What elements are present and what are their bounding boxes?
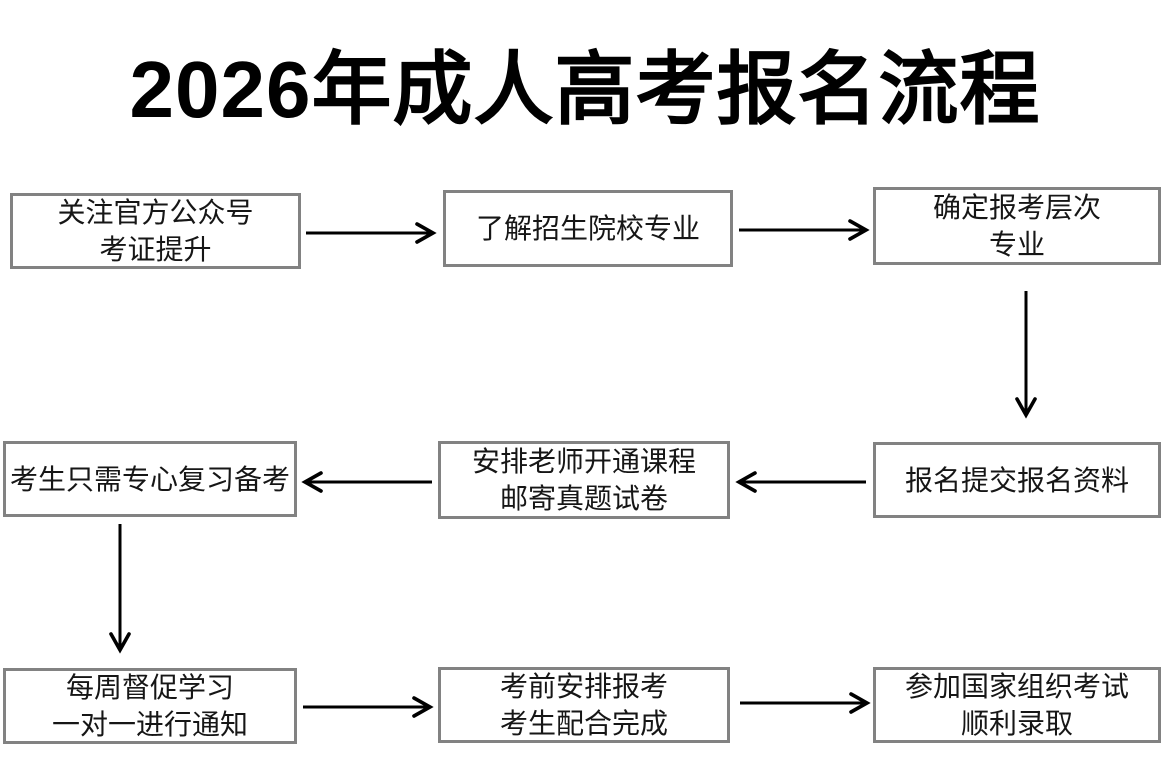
- flow-step-5-open-course-mail-papers: 安排老师开通课程 邮寄真题试卷: [438, 441, 730, 519]
- flow-step-3-confirm-level-major: 确定报考层次 专业: [873, 187, 1161, 265]
- flow-step-2-learn-schools-majors: 了解招生院校专业: [443, 190, 733, 267]
- flow-step-line: 考前安排报考: [499, 671, 668, 702]
- flow-step-line: 每周督促学习: [65, 672, 234, 703]
- flow-step-line: 确定报考层次: [932, 192, 1101, 223]
- flow-step-line: 安排老师开通课程: [471, 446, 696, 477]
- flow-step-8-pre-exam-arrangement: 考前安排报考 考生配合完成: [438, 667, 730, 743]
- flow-step-9-take-exam-admission: 参加国家组织考试 顺利录取: [873, 667, 1161, 743]
- flow-step-6-focus-on-review: 考生只需专心复习备考: [3, 441, 297, 517]
- flow-step-line: 考生只需专心复习备考: [9, 463, 290, 495]
- flow-step-line: 参加国家组织考试: [904, 671, 1129, 702]
- flow-step-line: 顺利录取: [960, 708, 1073, 739]
- flow-step-7-weekly-study-reminder: 每周督促学习 一对一进行通知: [3, 668, 297, 744]
- flow-step-line: 邮寄真题试卷: [499, 483, 668, 514]
- flow-step-line: 一对一进行通知: [51, 709, 248, 740]
- flow-step-4-submit-registration: 报名提交报名资料: [873, 442, 1161, 518]
- flow-step-1-follow-official-account: 关注官方公众号 考证提升: [10, 193, 301, 269]
- flow-step-line: 考证提升: [99, 234, 212, 265]
- flow-step-line: 关注官方公众号: [57, 197, 254, 228]
- page-title: 2026年成人高考报名流程: [129, 45, 1041, 134]
- flow-step-line: 了解招生院校专业: [475, 213, 700, 244]
- flow-step-line: 专业: [988, 229, 1045, 260]
- flow-step-line: 报名提交报名资料: [904, 464, 1129, 496]
- flow-step-line: 考生配合完成: [499, 708, 668, 739]
